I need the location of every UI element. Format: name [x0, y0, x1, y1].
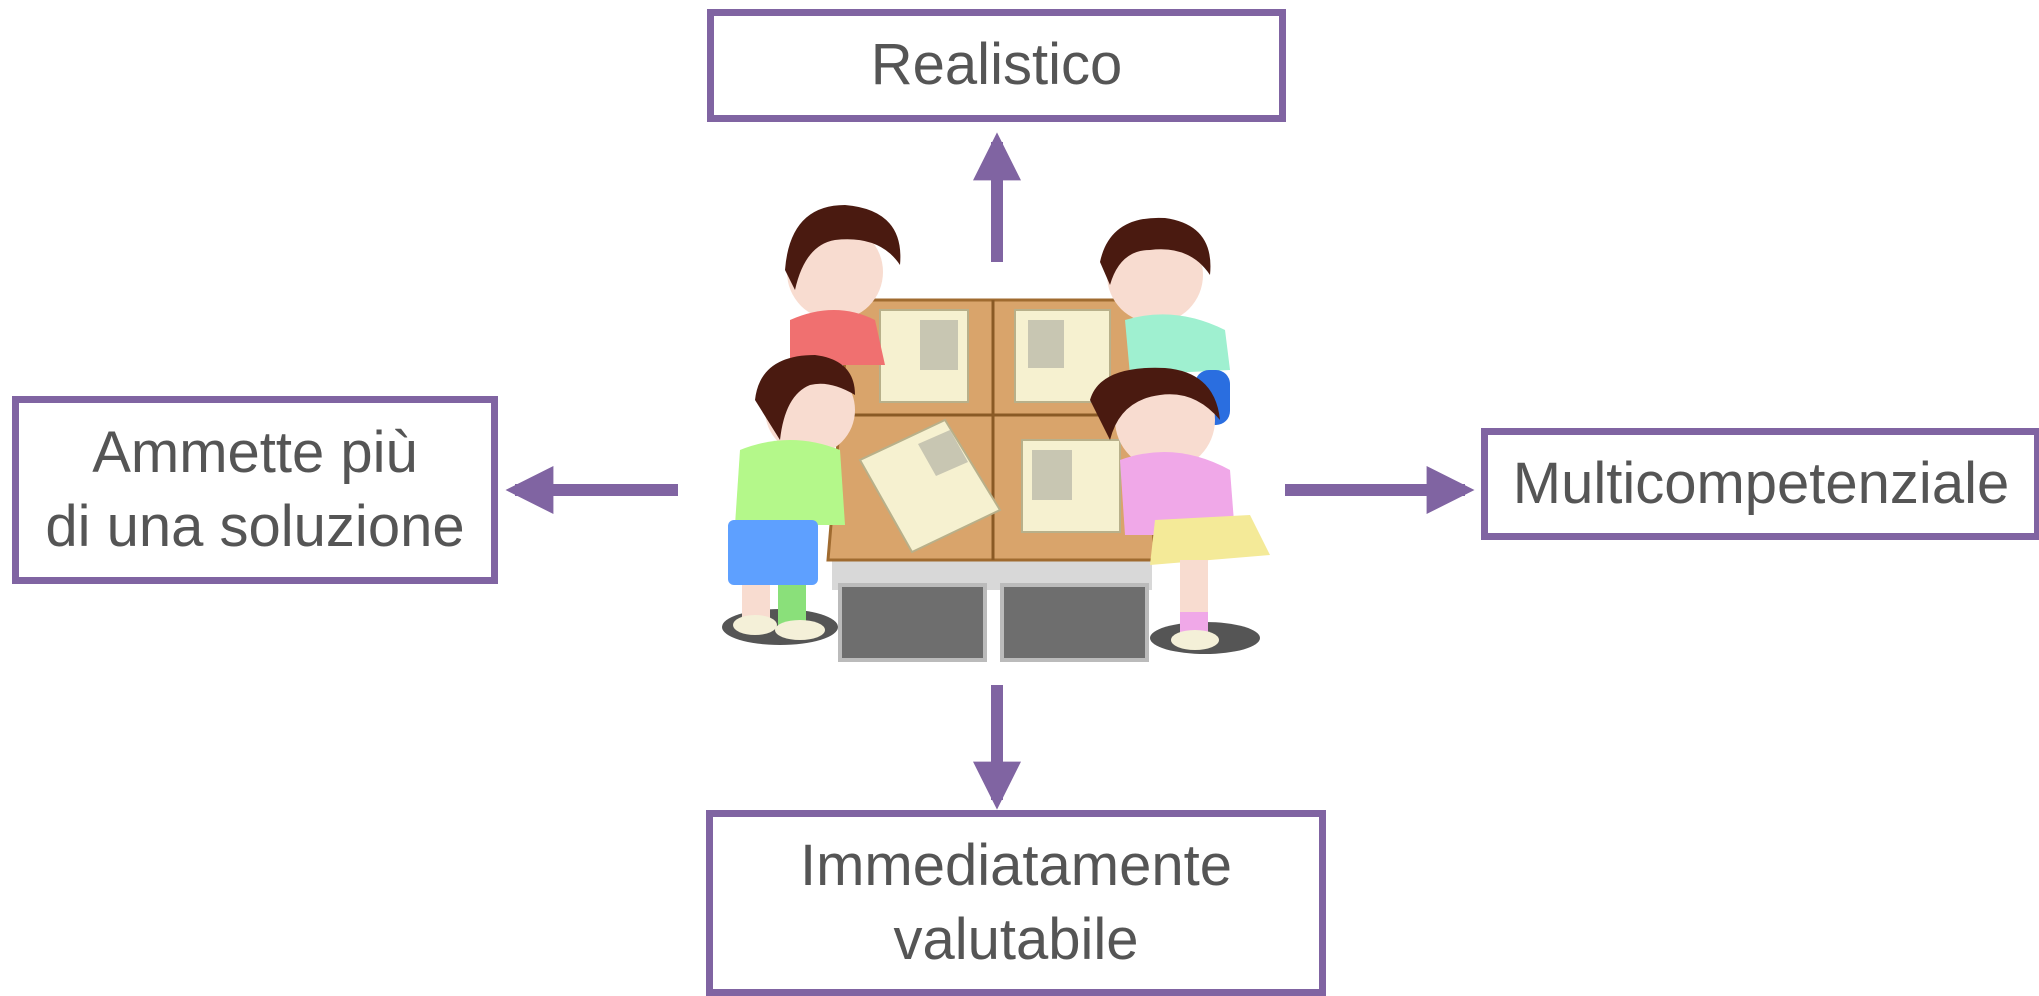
node-bottom: Immediatamente valutabile	[706, 810, 1326, 996]
node-left-line1: Ammette più	[92, 419, 418, 485]
node-top-label: Realistico	[870, 32, 1123, 98]
children-at-table-illustration	[722, 205, 1270, 662]
node-bottom-line1: Immediatamente	[800, 832, 1232, 898]
node-right: Multicompetenziale	[1481, 428, 2039, 540]
node-bottom-line2: valutabile	[893, 907, 1139, 972]
node-top: Realistico	[707, 9, 1286, 122]
node-left: Ammette più di una soluzione	[12, 396, 498, 584]
node-left-line2: di una soluzione	[45, 494, 465, 559]
node-right-label: Multicompetenziale	[1512, 450, 2010, 516]
